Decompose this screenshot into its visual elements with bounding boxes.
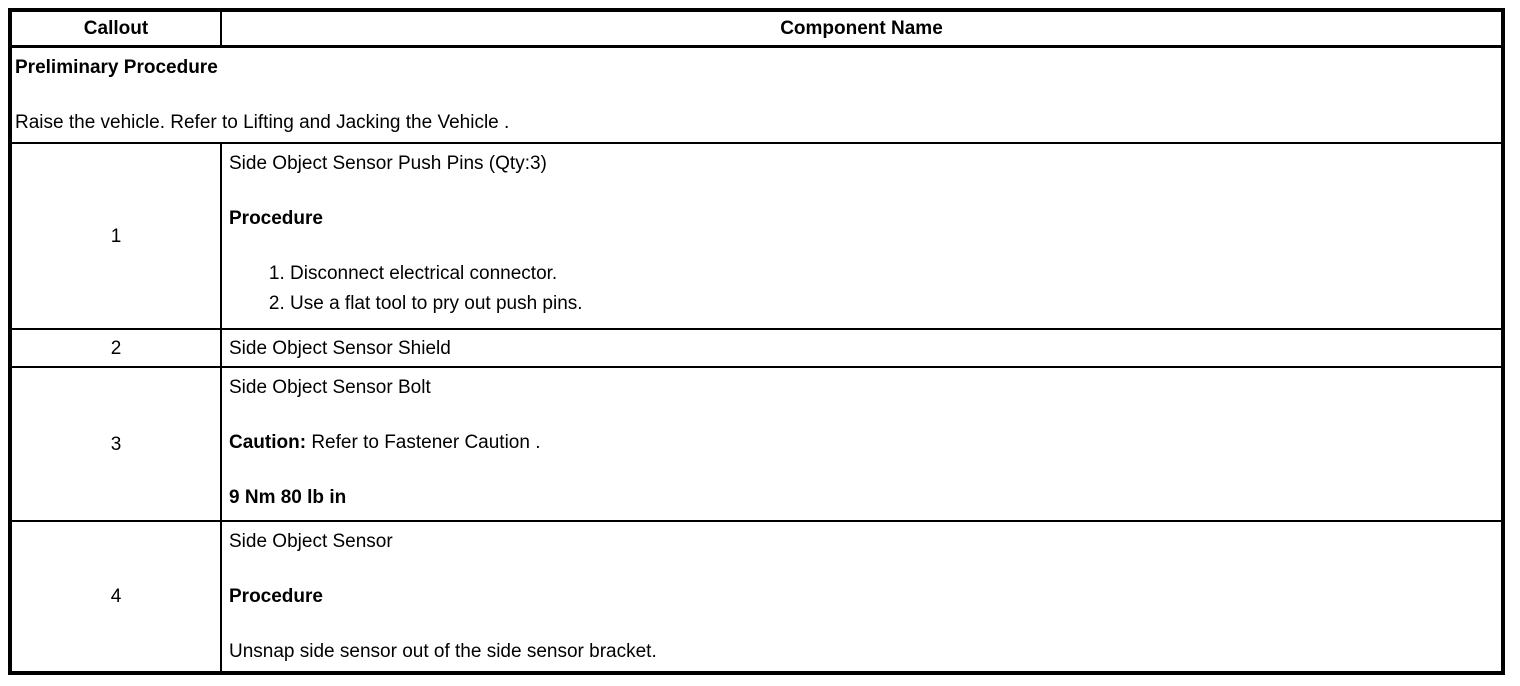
preliminary-procedure-text: Raise the vehicle. Refer to Lifting and … [15,111,510,133]
callout-number-2: 2 [9,328,222,368]
procedure-step-list: Disconnect electrical connector. Use a f… [229,262,1493,315]
table-header-row: Callout Component Name [9,9,1504,48]
procedure-heading: Procedure [229,208,323,229]
callout-number-4: 4 [9,520,222,674]
component-name-text: Side Object Sensor Shield [229,337,451,359]
component-name-text: Side Object Sensor [229,531,393,552]
component-cell-2: Side Object Sensor Shield [220,328,1504,368]
callout-column-header: Callout [9,9,222,48]
callout-number-1: 1 [9,142,222,330]
component-name-column-header: Component Name [220,9,1504,48]
torque-spec: 9 Nm 80 lb in [229,487,347,508]
table-row: 1 Side Object Sensor Push Pins (Qty:3) P… [9,142,1504,330]
procedure-heading: Procedure [229,586,323,607]
component-cell-4: Side Object Sensor Procedure Unsnap side… [220,520,1504,674]
preliminary-procedure-cell: Preliminary Procedure Raise the vehicle.… [9,45,1504,144]
preliminary-procedure-row: Preliminary Procedure Raise the vehicle.… [9,45,1504,144]
caution-line: Caution: Refer to Fastener Caution . [229,431,1493,454]
preliminary-procedure-title: Preliminary Procedure [15,56,218,78]
component-cell-1: Side Object Sensor Push Pins (Qty:3) Pro… [220,142,1504,330]
component-name-text: Side Object Sensor Push Pins (Qty:3) [229,153,547,174]
component-cell-3: Side Object Sensor Bolt Caution: Refer t… [220,366,1504,522]
procedure-text: Unsnap side sensor out of the side senso… [229,641,657,662]
table-row: 4 Side Object Sensor Procedure Unsnap si… [9,520,1504,674]
procedure-step: Use a flat tool to pry out push pins. [290,292,1493,315]
component-callout-table: Callout Component Name Preliminary Proce… [8,8,1505,675]
table-row: 3 Side Object Sensor Bolt Caution: Refer… [9,366,1504,522]
table-row: 2 Side Object Sensor Shield [9,328,1504,368]
callout-number-3: 3 [9,366,222,522]
caution-label: Caution: [229,432,307,453]
procedure-step: Disconnect electrical connector. [290,262,1493,285]
component-name-text: Side Object Sensor Bolt [229,377,431,398]
caution-text: Refer to Fastener Caution . [311,432,541,453]
